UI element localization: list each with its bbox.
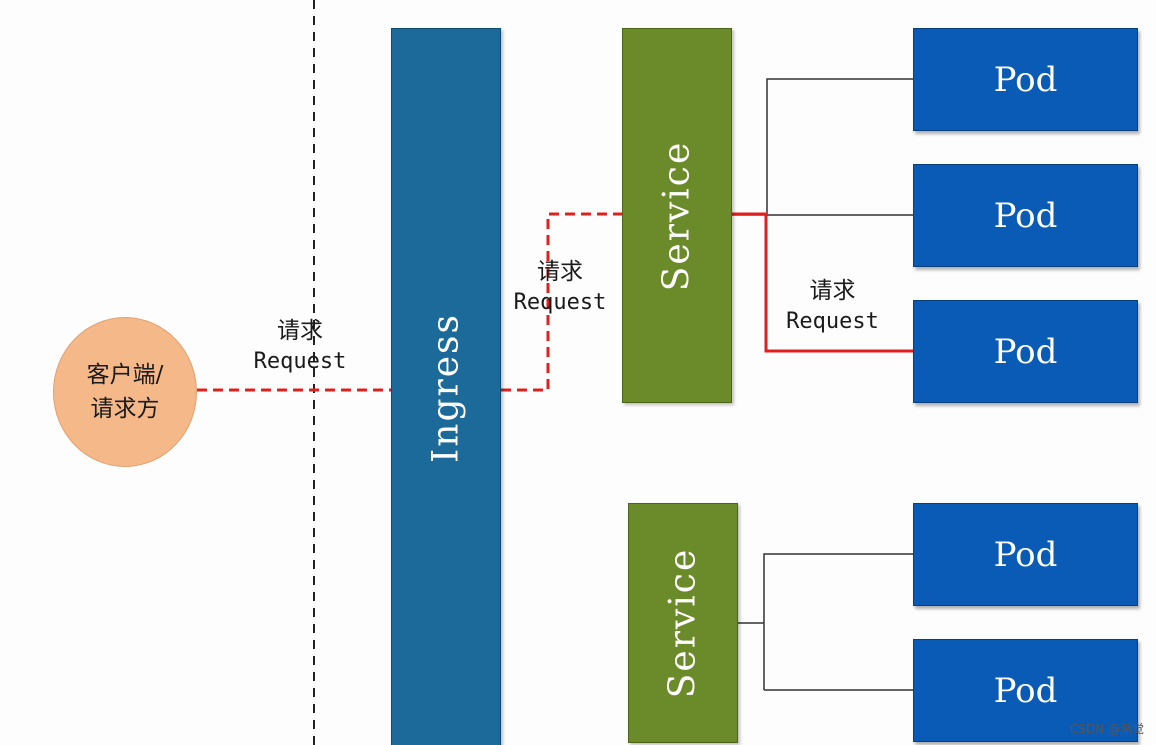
request-path-ingress-service <box>501 212 622 392</box>
service2-pod4-link <box>763 553 913 690</box>
client-label-line1: 客户端/ <box>86 362 164 388</box>
pod-node-2: Pod <box>913 164 1138 267</box>
service-node-1: Service <box>622 28 732 403</box>
pod-node-4: Pod <box>913 503 1138 606</box>
service-label: Service <box>656 140 698 291</box>
request-label-ingress: 请求 Request <box>505 256 615 318</box>
request-label-cn: 请求 <box>537 259 583 285</box>
service-node-2: Service <box>628 503 738 743</box>
ingress-node: Ingress <box>391 28 501 745</box>
client-node: 客户端/ 请求方 <box>53 317 197 467</box>
pod-label: Pod <box>993 534 1058 575</box>
request-label-en: Request <box>513 290 607 315</box>
request-label-cn: 请求 <box>809 278 856 304</box>
pod-node-5: Pod <box>913 639 1138 742</box>
service-label: Service <box>662 547 704 699</box>
request-label-en: Request <box>786 309 879 334</box>
pod-label: Pod <box>993 59 1058 100</box>
pod-label: Pod <box>993 195 1058 236</box>
watermark: CSDN @渐觉 <box>1069 722 1144 736</box>
request-label-cn: 请求 <box>277 318 323 344</box>
pod-node-1: Pod <box>913 28 1138 131</box>
request-label-service: 请求 Request <box>775 275 890 337</box>
ingress-label: Ingress <box>425 313 467 463</box>
request-label-en: Request <box>253 349 347 374</box>
client-label: 客户端/ 请求方 <box>70 358 180 426</box>
pod-label: Pod <box>993 670 1058 711</box>
service1-pod1-link <box>732 78 913 216</box>
pod-node-3: Pod <box>913 300 1138 403</box>
request-path-service-pod <box>732 212 913 353</box>
request-label-client: 请求 Request <box>240 315 360 377</box>
pod-label: Pod <box>993 331 1058 372</box>
client-label-line2: 请求方 <box>90 396 160 422</box>
